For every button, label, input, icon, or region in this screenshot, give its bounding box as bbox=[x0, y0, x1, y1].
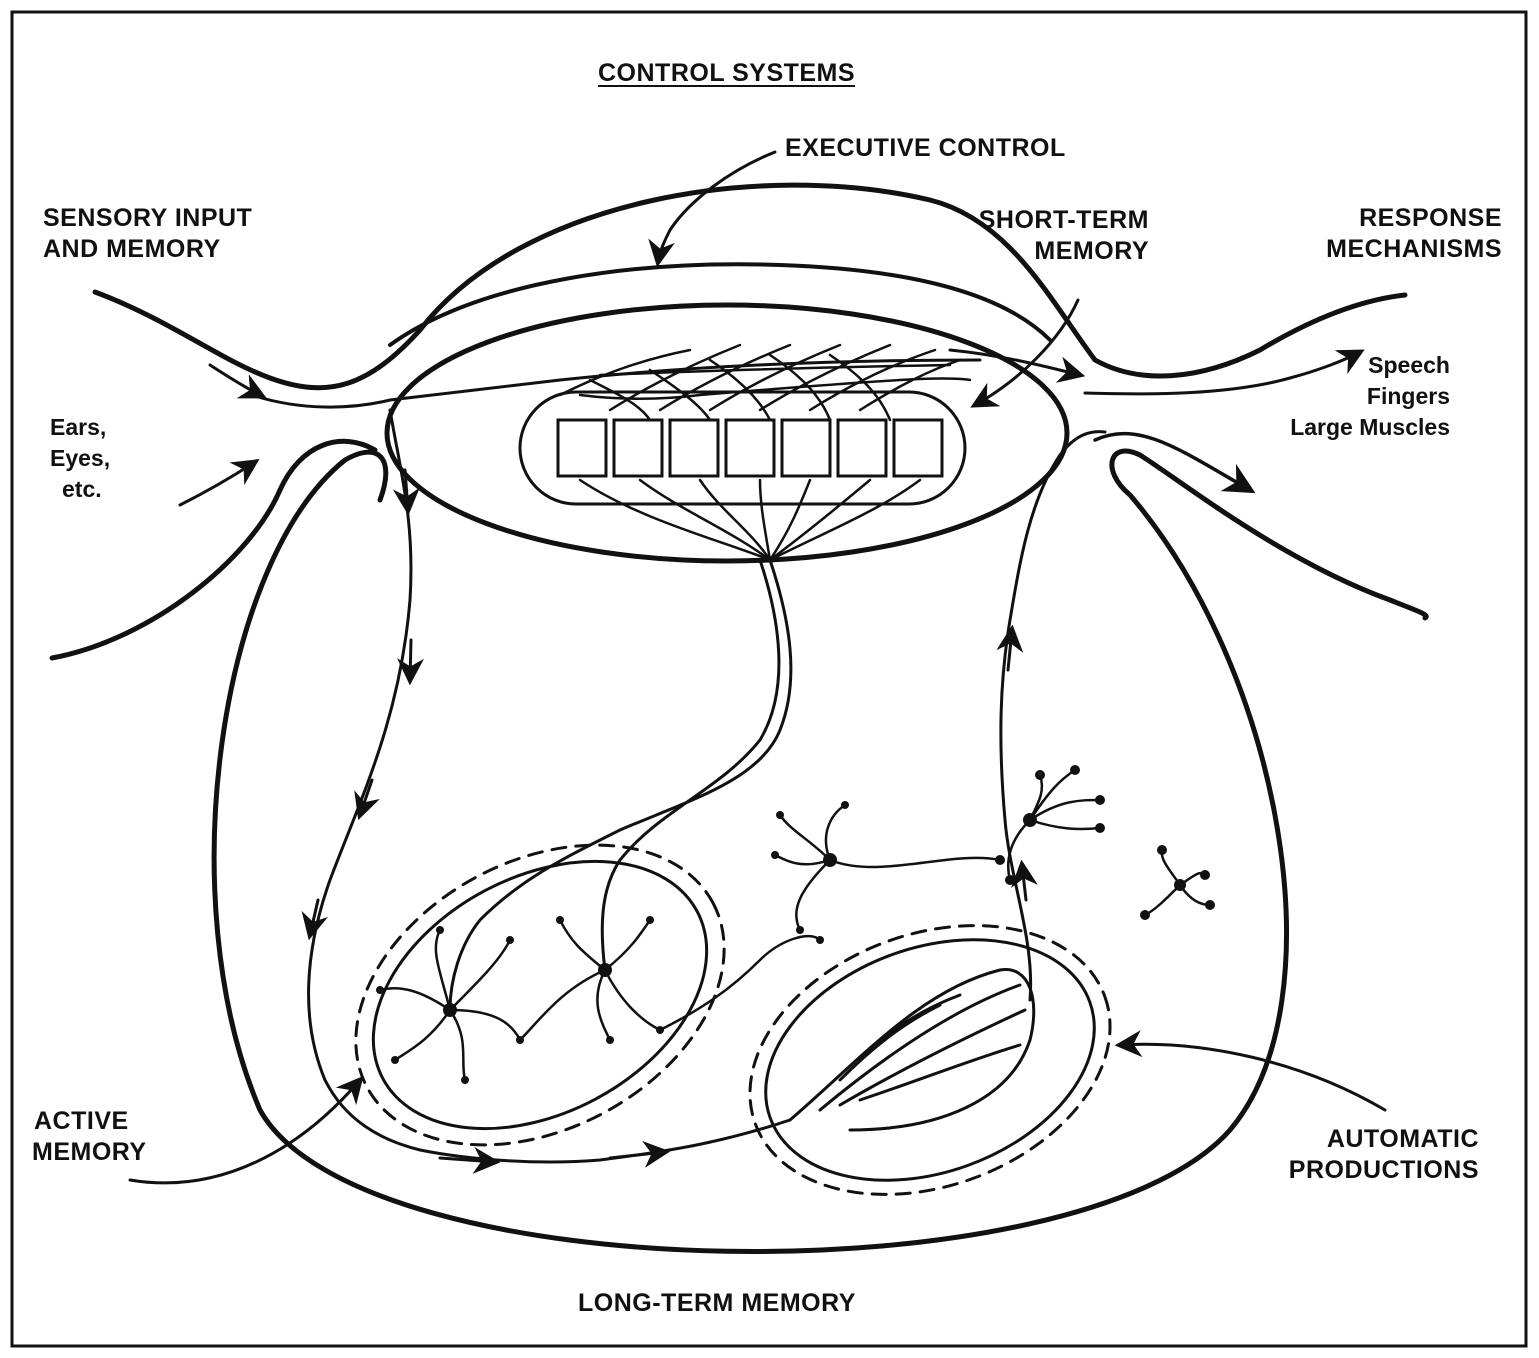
sensory-arrow-2 bbox=[180, 462, 255, 505]
short-term-memory-slot bbox=[614, 420, 662, 476]
short-term-memory-slot bbox=[782, 420, 830, 476]
output-fingers: Fingers bbox=[1290, 381, 1450, 412]
automatic-productions-label: AUTOMATIC PRODUCTIONS bbox=[1289, 1124, 1479, 1186]
active-memory-label-line-1: ACTIVE bbox=[32, 1106, 147, 1137]
ascending-arrow-2 bbox=[1022, 865, 1026, 900]
short-term-memory-label-line-2: MEMORY bbox=[979, 236, 1149, 267]
automatic-productions-ellipse bbox=[732, 897, 1128, 1224]
output-speech: Speech bbox=[1290, 350, 1450, 381]
output-large-muscles: Large Muscles bbox=[1290, 412, 1450, 443]
sensory-input-stream-upper bbox=[95, 185, 1405, 388]
input-organs-label: Ears, Eyes, etc. bbox=[50, 412, 110, 505]
response-mechanisms-label-line-1: RESPONSE bbox=[1326, 203, 1502, 234]
production-leaf-vein-4 bbox=[860, 995, 960, 1060]
long-term-memory-label: LONG-TERM MEMORY bbox=[578, 1288, 856, 1319]
executive-control-pointer bbox=[658, 152, 775, 262]
production-leaf-vein-2 bbox=[840, 1010, 1025, 1105]
automatic-productions-ellipse-dashed bbox=[712, 878, 1148, 1242]
response-mechanisms-label: RESPONSE MECHANISMS bbox=[1326, 203, 1502, 265]
sensory-input-label-line-2: AND MEMORY bbox=[43, 234, 252, 265]
executive-control-label: EXECUTIVE CONTROL bbox=[785, 133, 1066, 164]
short-term-memory-slot bbox=[894, 420, 942, 476]
automatic-productions-label-line-1: AUTOMATIC bbox=[1289, 1124, 1479, 1155]
descending-pathway bbox=[309, 410, 790, 1162]
short-term-memory-slot bbox=[838, 420, 886, 476]
production-leaf-vein-3 bbox=[860, 1045, 1020, 1100]
short-term-memory-lattice bbox=[560, 345, 970, 420]
active-memory-neurons bbox=[380, 920, 820, 1080]
descending-arrow-2 bbox=[410, 640, 411, 680]
short-term-memory-slot bbox=[558, 420, 606, 476]
input-organs-eyes: Eyes, bbox=[50, 443, 110, 474]
figure-title: CONTROL SYSTEMS bbox=[598, 58, 855, 89]
bottom-flow-arrow-2 bbox=[610, 1152, 665, 1158]
production-leaf-vein-1 bbox=[820, 985, 1020, 1110]
stm-retrieval-stem bbox=[450, 560, 791, 1010]
sensory-input-label-line-1: SENSORY INPUT bbox=[43, 203, 252, 234]
active-memory-ellipse bbox=[327, 807, 752, 1183]
short-term-memory-label: SHORT-TERM MEMORY bbox=[979, 205, 1149, 267]
active-memory-label: ACTIVE MEMORY bbox=[32, 1106, 147, 1168]
free-neuron-nodes bbox=[771, 765, 1215, 934]
production-leaf-vein-5 bbox=[840, 1005, 940, 1080]
input-organs-ears: Ears, bbox=[50, 412, 110, 443]
input-organs-etc: etc. bbox=[50, 474, 110, 505]
short-term-memory-slot bbox=[726, 420, 774, 476]
short-term-memory-label-line-1: SHORT-TERM bbox=[979, 205, 1149, 236]
response-mechanisms-label-line-2: MECHANISMS bbox=[1326, 234, 1502, 265]
ascending-pathway bbox=[1001, 432, 1105, 1000]
short-term-memory-slots bbox=[558, 420, 942, 476]
short-term-memory-slot bbox=[670, 420, 718, 476]
free-neuron-1 bbox=[775, 805, 1000, 930]
automatic-productions-label-line-2: PRODUCTIONS bbox=[1289, 1155, 1479, 1186]
active-memory-label-line-2: MEMORY bbox=[32, 1137, 147, 1168]
free-neuron-2 bbox=[1008, 770, 1100, 880]
sensory-input-label: SENSORY INPUT AND MEMORY bbox=[43, 203, 252, 265]
outputs-label: Speech Fingers Large Muscles bbox=[1290, 350, 1450, 443]
